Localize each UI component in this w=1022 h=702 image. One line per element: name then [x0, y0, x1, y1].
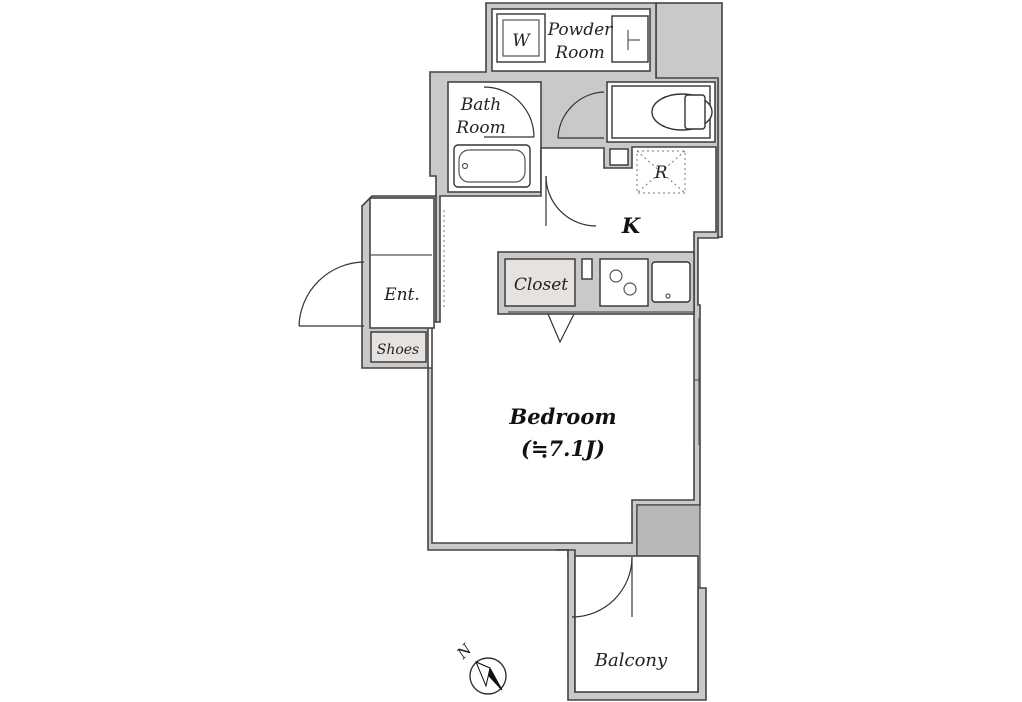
powder-room-label-1: Powder — [547, 20, 613, 40]
balcony-door-swing — [571, 556, 633, 618]
bath-room-label-1: Bath — [460, 95, 501, 115]
bath-fixtures — [453, 86, 535, 188]
shoes-label: Shoes — [377, 342, 420, 358]
balcony-label: Balcony — [594, 650, 668, 671]
bedroom-label: Bedroom — [508, 404, 616, 429]
refrigerator — [636, 150, 686, 194]
bath-door-swing — [483, 86, 535, 138]
closet-label: Closet — [514, 275, 568, 295]
bath-room-label-2: Room — [455, 118, 505, 138]
north-label: N — [453, 640, 476, 663]
powder-room-fixtures — [496, 13, 649, 63]
powder-room-label-2: Room — [554, 43, 604, 63]
pipe-shaft — [609, 148, 629, 166]
sink-icon — [651, 261, 691, 303]
toilet-door-swing — [557, 91, 605, 139]
kitchen-label: K — [621, 213, 641, 238]
shoes-cabinet — [370, 331, 427, 363]
balcony — [574, 555, 699, 693]
bedroom-size-label: (≒7.1J) — [521, 436, 605, 461]
washer-label: W — [512, 31, 531, 51]
closet-box — [504, 258, 576, 307]
bathtub-icon — [453, 144, 531, 188]
main-living-area — [431, 146, 717, 544]
toilet-fixtures — [557, 85, 713, 166]
entrance-label: Ent. — [383, 285, 420, 305]
closet-folding-door — [547, 313, 575, 344]
entrance-details — [298, 200, 445, 329]
hall-door-swing — [545, 175, 597, 227]
entrance — [369, 197, 435, 329]
washer-icon — [496, 13, 546, 63]
stove-icon — [599, 258, 649, 307]
washbasin-icon — [611, 15, 649, 63]
entry-door-swing — [298, 261, 365, 327]
compass-icon: N — [453, 640, 507, 695]
bedroom-window — [693, 318, 700, 445]
refrigerator-label: R — [654, 163, 668, 183]
kitchen-unit — [497, 251, 695, 344]
room-labels: W Powder Room Bath Room R K Closet Ent. … — [377, 20, 668, 671]
